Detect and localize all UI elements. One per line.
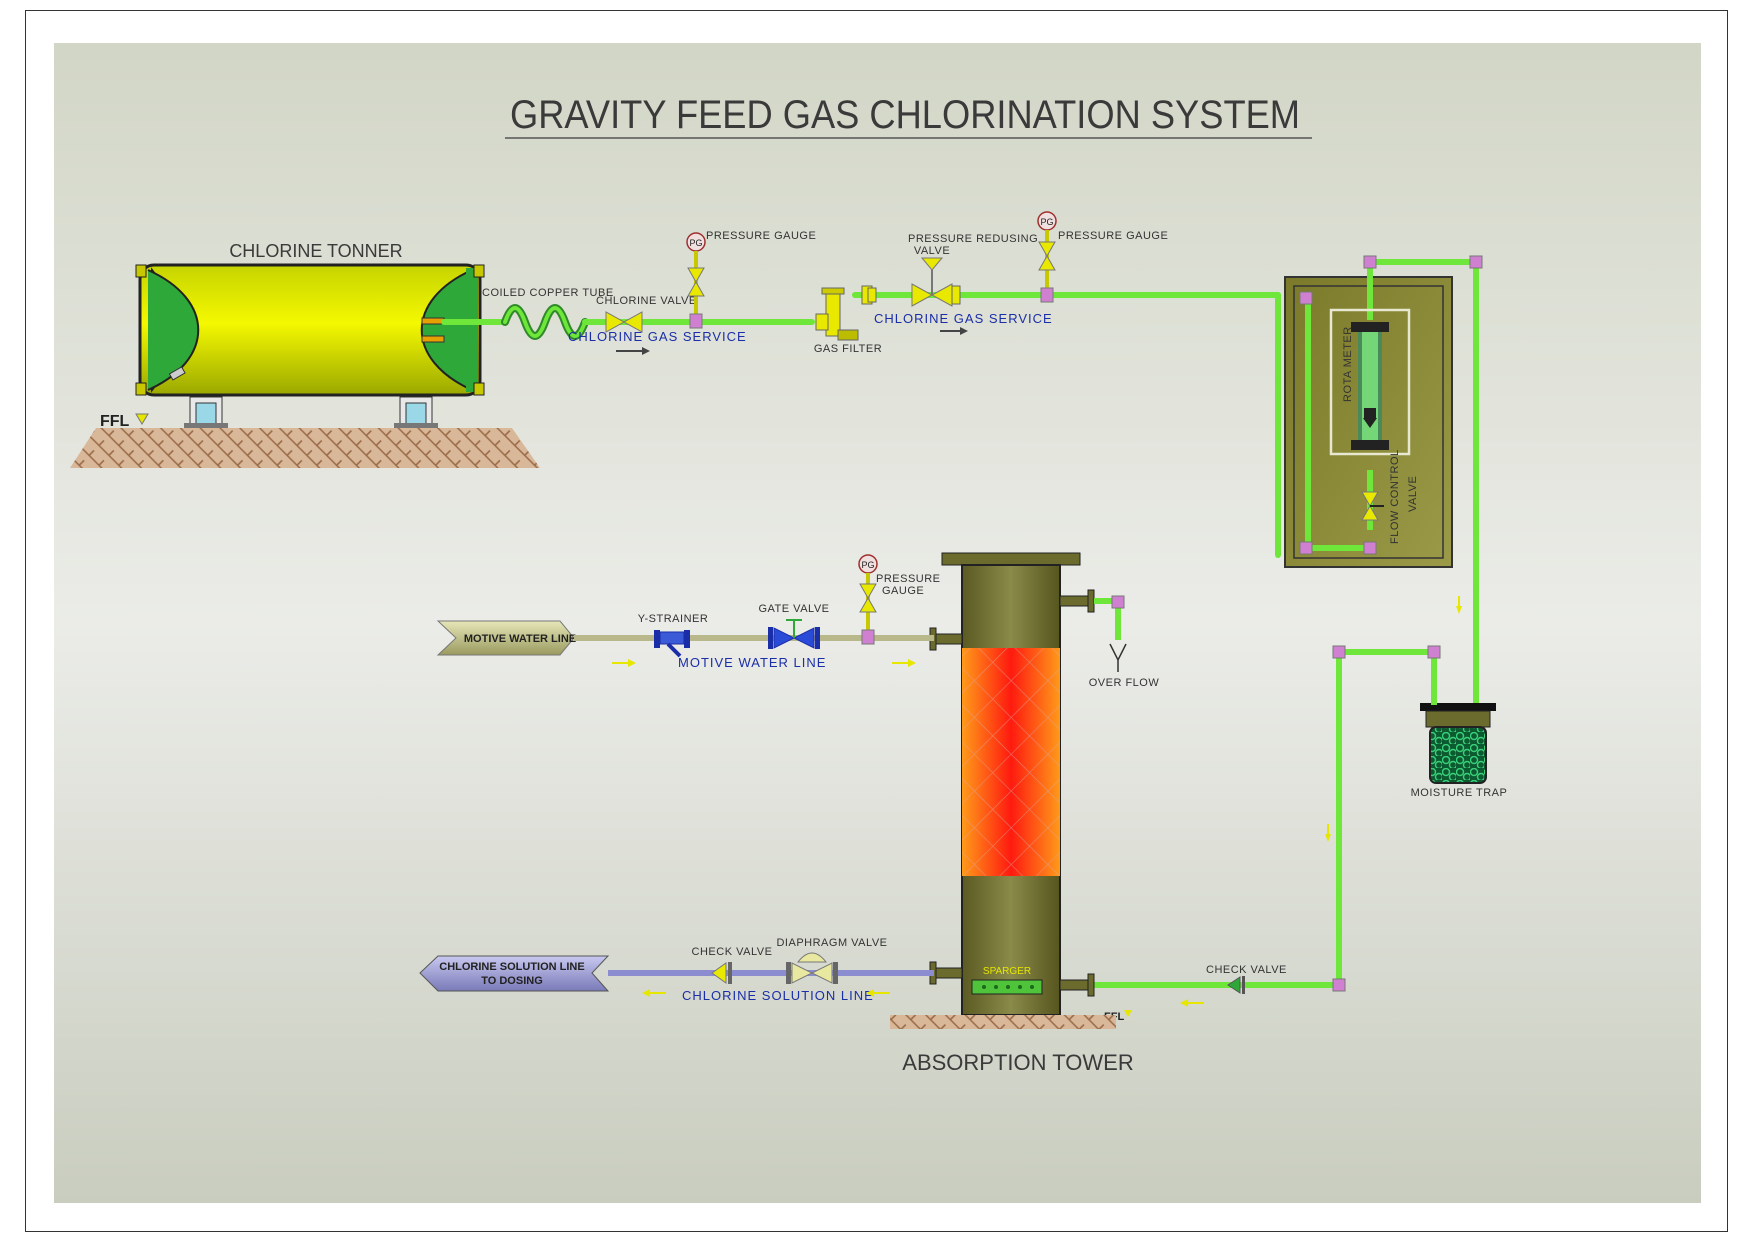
pressure-gauge-3-label-2: GAUGE [882, 585, 924, 597]
coiled-copper-tube-label: COILED COPPER TUBE [482, 287, 614, 299]
ffl-marker-tower [1124, 1010, 1132, 1017]
pressure-gauge-3: PG [858, 554, 878, 645]
check-valve-gas-label: CHECK VALVE [1206, 964, 1287, 976]
chlorine-solution-line-arrow-label-2: TO DOSING [481, 975, 543, 987]
pressure-redusing-valve-label: VALVE [914, 245, 950, 257]
svg-text:PG: PG [689, 238, 702, 248]
flow-control-valve-label: VALVE [1407, 476, 1419, 512]
chlorine-solution-line-arrow [419, 955, 610, 992]
pressure-gauge-2-label: PRESSURE GAUGE [1058, 230, 1168, 242]
tower-top-flange [941, 552, 1081, 566]
flow-arrows-motive-water [612, 659, 916, 667]
flow-arrow-gas-1 [616, 347, 650, 355]
motive-water-line-arrow-label: MOTIVE WATER LINE [464, 633, 576, 645]
check-valve-gas [1227, 976, 1245, 994]
chlorine-gas-service-label-2: CHLORINE GAS SERVICE [874, 311, 1053, 326]
tonner-ground [70, 428, 540, 468]
tonner-saddle-right [394, 396, 438, 428]
chlorine-valve-label: CHLORINE VALVE [596, 295, 697, 307]
check-valve-solution-label: CHECK VALVE [692, 946, 773, 958]
gas-filter-label: GAS FILTER [814, 343, 882, 355]
pressure-redusing-label: PRESSURE REDUSING [908, 233, 1038, 245]
absorption-tower-label: ABSORPTION TOWER [902, 1050, 1133, 1075]
flow-arrow-left-gas [1180, 999, 1204, 1007]
tonner-saddle-left [184, 396, 228, 428]
check-valve-solution [711, 962, 732, 984]
diagram-title: GRAVITY FEED GAS CHLORINATION SYSTEM [510, 93, 1300, 137]
gate-valve [768, 619, 820, 649]
y-strainer [654, 630, 690, 658]
moisture-trap [1420, 703, 1496, 784]
overflow-pipe [1094, 595, 1127, 672]
diaphragm-valve-label: DIAPHRAGM VALVE [776, 937, 887, 949]
pressure-reducing-valve [867, 257, 961, 307]
page-frame [25, 10, 1728, 1232]
diaphragm-valve [786, 952, 838, 984]
gate-valve-label: GATE VALVE [758, 603, 829, 615]
moisture-trap-label: MOISTURE TRAP [1411, 787, 1508, 799]
chlorine-gas-service-label-1: CHLORINE GAS SERVICE [568, 329, 747, 344]
pressure-gauge-3-label-1: PRESSURE [876, 573, 941, 585]
chlorine-solution-line-label: CHLORINE SOLUTION LINE [682, 988, 874, 1003]
chlorine-solution-line-arrow-label-1: CHLORINE SOLUTION LINE [439, 961, 584, 973]
motive-water-line-label: MOTIVE WATER LINE [678, 655, 826, 670]
flow-control-label: FLOW CONTROL [1389, 449, 1401, 544]
flow-arrow-down-1 [1456, 606, 1462, 614]
pressure-gauge-2: PG [1037, 211, 1057, 303]
flow-arrow-gas-2 [940, 327, 968, 335]
y-strainer-label: Y-STRAINER [638, 613, 709, 625]
flow-control-valve [1361, 491, 1384, 521]
sparger-label: SPARGER [983, 966, 1031, 977]
chlorine-tonner [135, 263, 485, 397]
pressure-gauge-1: PG [686, 232, 706, 329]
diagram-background [54, 43, 1701, 1203]
motive-water-line-arrow [436, 620, 575, 656]
svg-text:PG: PG [861, 560, 874, 570]
svg-text:PG: PG [1040, 217, 1053, 227]
flow-arrows-solution [642, 989, 890, 997]
pressure-gauge-1-label: PRESSURE GAUGE [706, 230, 816, 242]
chlorine-tonner-label: CHLORINE TONNER [229, 241, 402, 261]
ffl-label-tonner: FFL [100, 413, 130, 430]
chlorine-valve [605, 311, 643, 333]
rota-meter-label: ROTA METER [1342, 326, 1354, 402]
over-flow-label: OVER FLOW [1089, 677, 1160, 689]
rota-meter [1329, 308, 1411, 456]
ffl-marker-tonner [135, 413, 149, 425]
flow-arrow-down-2 [1325, 834, 1331, 842]
